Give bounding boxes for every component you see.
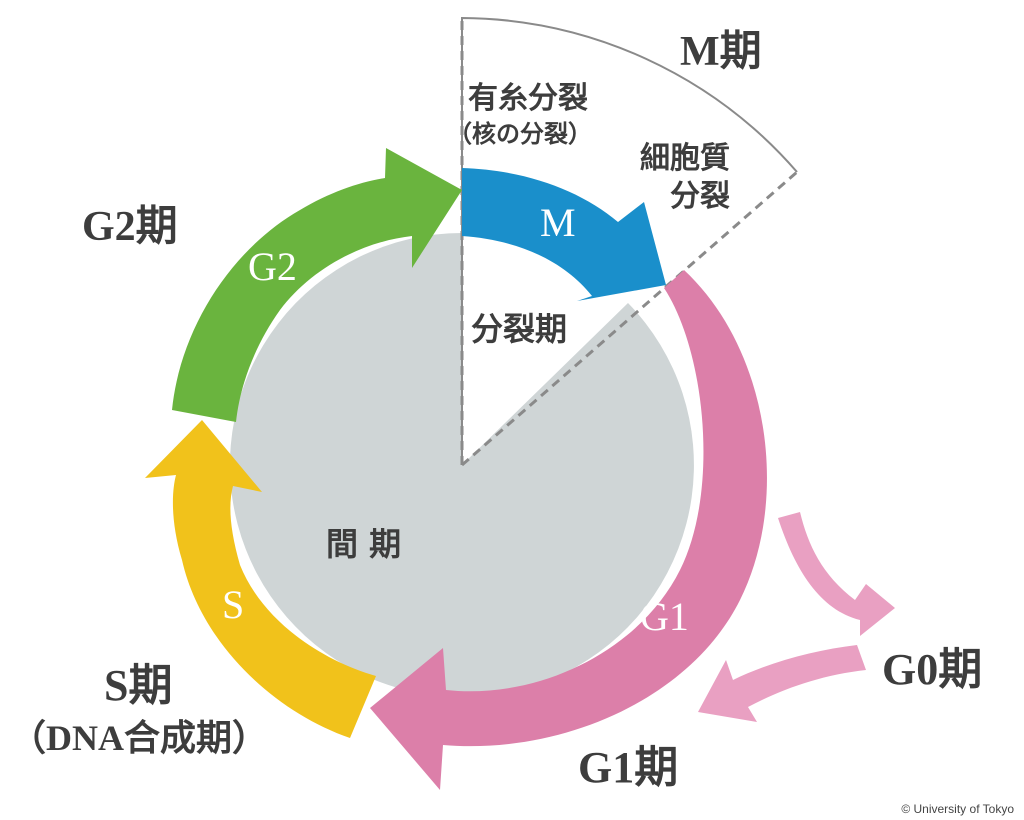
division-phase-label: 分裂期 (471, 310, 567, 348)
g1-phase-label: G1期 (578, 743, 678, 792)
cytokinesis-line2: 分裂 (670, 179, 730, 214)
g1-arrow (370, 270, 767, 790)
mitosis-label: 有糸分裂 (468, 81, 588, 116)
s-phase-note: （DNA合成期） (10, 718, 268, 758)
copyright-credit: © University of Tokyo (901, 802, 1014, 816)
s-arrow-label: S (222, 582, 244, 627)
mitosis-note: （核の分裂） (448, 120, 592, 148)
m-phase-wedge (460, 16, 798, 467)
s-arrow (145, 420, 376, 738)
g0-in-arrow (698, 645, 866, 722)
g2-phase-label: G2期 (82, 204, 178, 250)
cytokinesis-line1: 細胞質 (640, 141, 730, 176)
s-phase-label: S期 (104, 661, 172, 710)
m-phase-label: M期 (680, 29, 762, 75)
g2-arrow-label: G2 (248, 244, 297, 289)
m-arrow (462, 168, 666, 301)
g2-arrow (172, 148, 462, 422)
g0-out-arrow (778, 512, 895, 636)
g1-arrow-label: G1 (640, 594, 689, 639)
m-arrow-label: M (540, 200, 576, 245)
interphase-label: 間 期 (326, 525, 401, 563)
g0-phase-label: G0期 (882, 645, 982, 694)
